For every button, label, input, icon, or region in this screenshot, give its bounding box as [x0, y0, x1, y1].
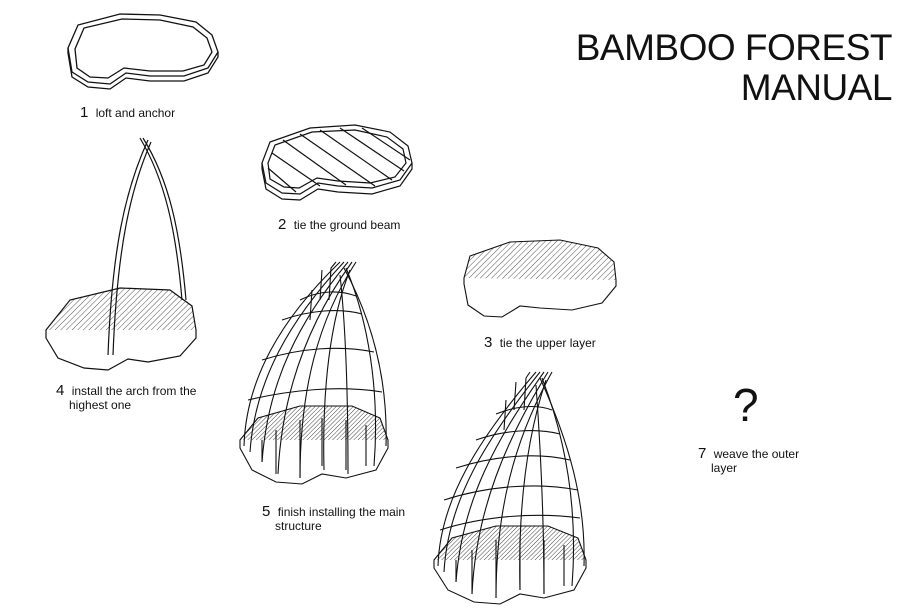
step-4-text-line-2: highest one: [69, 398, 132, 412]
step-2-text: tie the ground beam: [293, 218, 401, 232]
step-3-upper-layer-disc: [463, 239, 617, 318]
step-7-text: weave the outer: [713, 447, 800, 461]
question-mark-placeholder: ?: [733, 379, 759, 431]
step-3-label: 3 tie the upper layer: [484, 334, 596, 351]
step-5-text: finish installing the main: [277, 505, 406, 519]
step-1-outline-ring: [67, 13, 219, 90]
step-4-label: 4 install the arch from the highest one: [56, 382, 197, 412]
title-line-1: BAMBOO FOREST: [575, 27, 893, 68]
step-4-text: install the arch from the: [71, 384, 197, 398]
step-3-text: tie the upper layer: [499, 336, 596, 350]
step-2-number: 2: [278, 216, 287, 233]
step-1-text: loft and anchor: [95, 106, 176, 120]
step-7-number: 7: [698, 445, 707, 462]
step-6-full-structure: [433, 371, 587, 605]
page-title: BAMBOO FOREST MANUAL: [575, 27, 893, 108]
step-1-number: 1: [80, 104, 89, 121]
step-4-number: 4: [56, 382, 65, 399]
title-line-2: MANUAL: [740, 67, 893, 108]
step-1-label: 1 loft and anchor: [80, 104, 176, 121]
step-5-text-line-2: structure: [275, 519, 322, 533]
step-7-label: 7 weave the outer layer: [698, 445, 800, 475]
step-4-arch-on-base: [45, 137, 197, 371]
step-2-ground-beam-platform: [261, 124, 413, 201]
step-2-label: 2 tie the ground beam: [278, 216, 401, 233]
step-5-label: 5 finish installing the main structure: [262, 503, 406, 533]
step-7-text-line-2: layer: [711, 461, 738, 475]
step-5-main-structure: [239, 261, 389, 485]
step-5-number: 5: [262, 503, 271, 520]
step-3-number: 3: [484, 334, 493, 351]
